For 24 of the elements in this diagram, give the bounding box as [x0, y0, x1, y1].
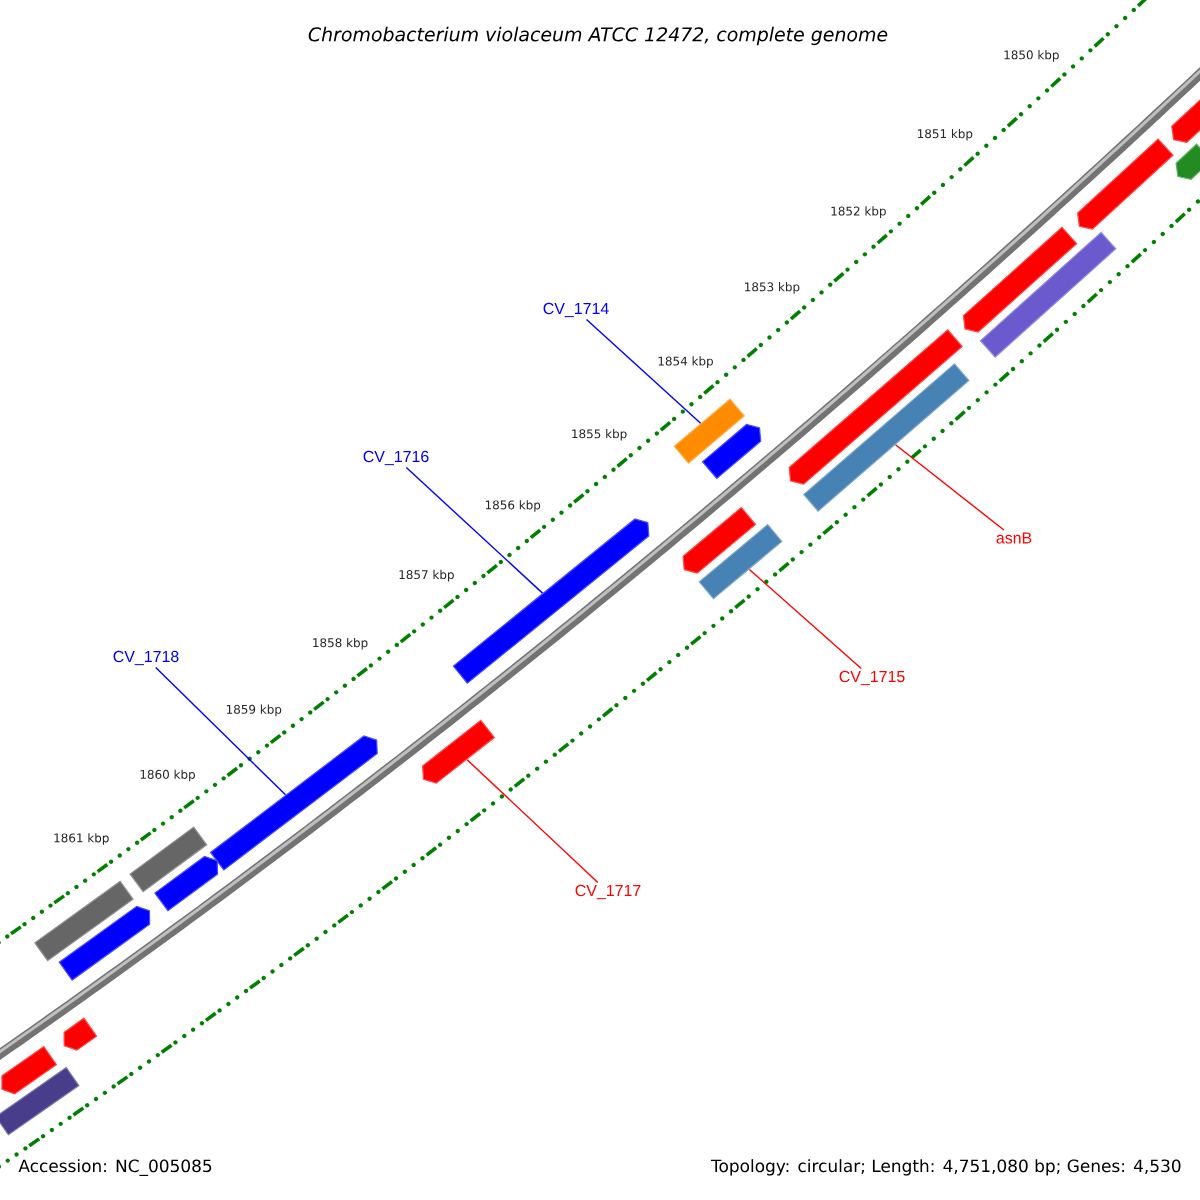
gene-feature [1, 1045, 58, 1095]
gene-feature [979, 231, 1117, 358]
gene-feature [788, 329, 964, 485]
gene-feature [0, 1066, 80, 1136]
gene-feature [33, 880, 134, 962]
gene-feature [154, 855, 219, 912]
gene-feature [1175, 143, 1200, 180]
leader-line [405, 466, 544, 594]
gene-feature [129, 826, 208, 893]
gene-feature [962, 226, 1078, 333]
gene-feature [701, 423, 762, 480]
gene-feature [802, 363, 970, 512]
leader-line [466, 759, 599, 884]
accession-text: Accession: NC_005085 [18, 1159, 212, 1176]
gene-feature [209, 735, 378, 871]
gene-feature [422, 719, 496, 784]
gene-feature [452, 518, 650, 685]
leader-line [585, 318, 702, 424]
leader-line [155, 666, 287, 796]
gene-feature [682, 506, 757, 574]
gene-feature [58, 905, 151, 981]
title: Chromobacterium violaceum ATCC 12472, complete genome [305, 24, 891, 48]
genome-info-text: Topology: circular; Length: 4,751,080 bp; Genes: 4,530 [710, 1159, 1181, 1176]
gene-feature [63, 1017, 98, 1051]
